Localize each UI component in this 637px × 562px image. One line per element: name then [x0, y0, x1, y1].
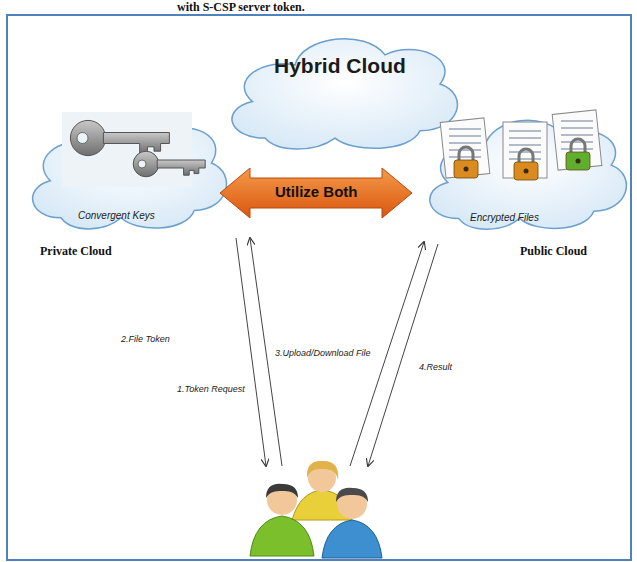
- node-heading: Private Cloud: [40, 244, 112, 259]
- key-backdrop: [62, 112, 192, 187]
- node-label: Hybrid Cloud: [274, 54, 406, 78]
- cloud-shape: Convergent KeysPrivate Cloud: [18, 92, 233, 240]
- encrypted-file-icons: [440, 110, 602, 180]
- node-heading: Public Cloud: [520, 244, 587, 259]
- cropped-text: with S-CSP server token.: [176, 0, 306, 15]
- node-label: Convergent Keys: [78, 210, 155, 221]
- users-figure: [250, 461, 382, 558]
- node-outline: [215, 14, 465, 160]
- cloud-shape: Encrypted FilesPublic Cloud: [415, 96, 633, 240]
- frame: [7, 15, 631, 560]
- step-label: 4.Result: [418, 362, 453, 372]
- step-label: 2.File Token: [120, 334, 171, 344]
- request-lines: [236, 238, 438, 466]
- step-label: 3.Upload/Download File: [274, 348, 372, 358]
- double-arrow-band: Utilize Both: [220, 168, 412, 218]
- node-label: Utilize Both: [275, 183, 358, 200]
- cloud-shape: Hybrid Cloud: [215, 14, 465, 160]
- node-label: Encrypted Files: [470, 212, 539, 223]
- key-icons: [62, 112, 205, 187]
- step-label: 1.Token Request: [176, 384, 246, 394]
